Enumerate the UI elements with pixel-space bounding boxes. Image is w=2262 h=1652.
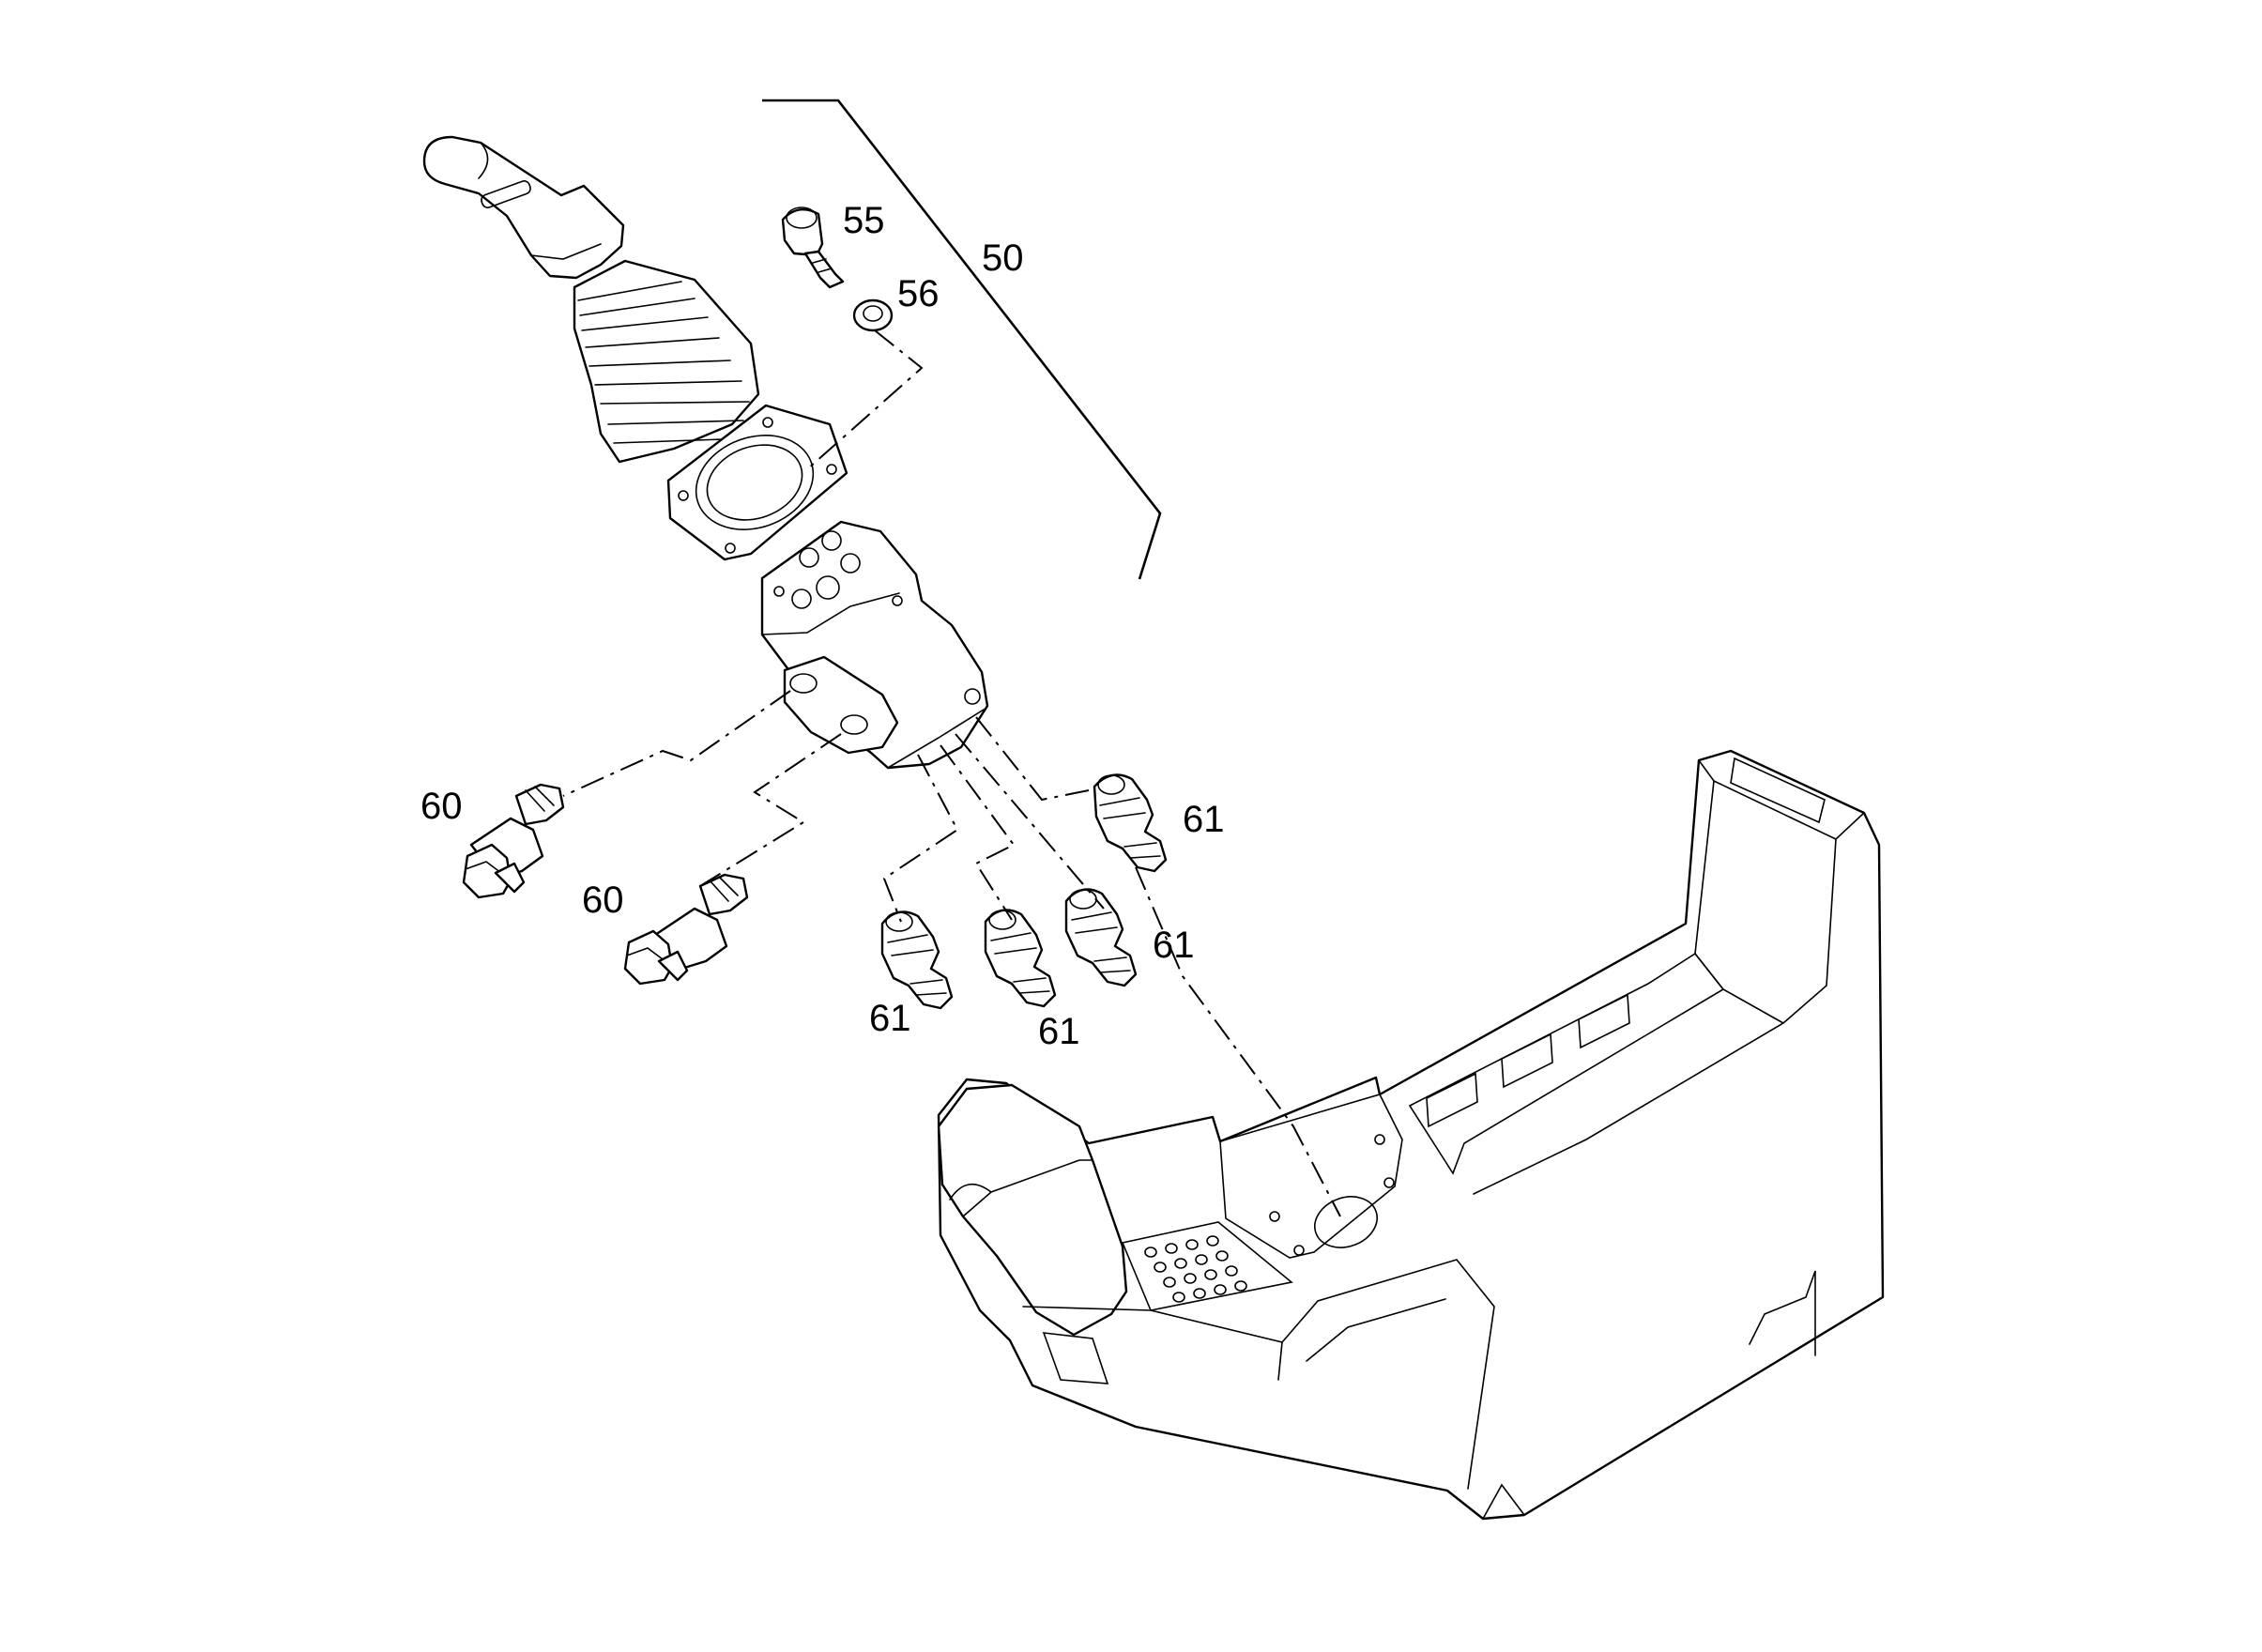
- leader-lines: [562, 329, 1341, 1217]
- cartridge-61-right: [1093, 773, 1168, 873]
- cap-screw-55: [781, 206, 845, 289]
- cartridge-61-left: [880, 910, 954, 1010]
- bellows-boot: [573, 259, 760, 464]
- callout-61-left: 61: [869, 998, 911, 1039]
- valve-side-lug: [783, 655, 899, 755]
- callout-61-middle-right: 61: [1153, 925, 1195, 966]
- grille-holes: [1144, 1235, 1247, 1303]
- callout-55: 55: [843, 200, 885, 241]
- solenoid-valve-60-upper: [462, 783, 565, 899]
- callout-labels: 55 50 56 60 60 61 61 61 61: [420, 200, 1225, 1052]
- callout-61-middle: 61: [1038, 1011, 1080, 1052]
- console-housing: [937, 749, 1885, 1521]
- callout-56: 56: [897, 273, 940, 314]
- solenoid-valve-60-lower: [623, 873, 749, 986]
- callout-50: 50: [982, 237, 1024, 279]
- joystick-grip: [422, 135, 625, 280]
- callout-60-upper: 60: [420, 786, 463, 827]
- callout-60-lower: 60: [582, 880, 624, 921]
- washer-56: [852, 298, 894, 332]
- cartridge-61-middle-right: [1064, 888, 1138, 987]
- callout-61-right: 61: [1183, 799, 1225, 840]
- cartridge-61-middle: [984, 909, 1057, 1008]
- assembly-bracket-50: [762, 99, 1162, 580]
- mounting-plate: [666, 404, 848, 561]
